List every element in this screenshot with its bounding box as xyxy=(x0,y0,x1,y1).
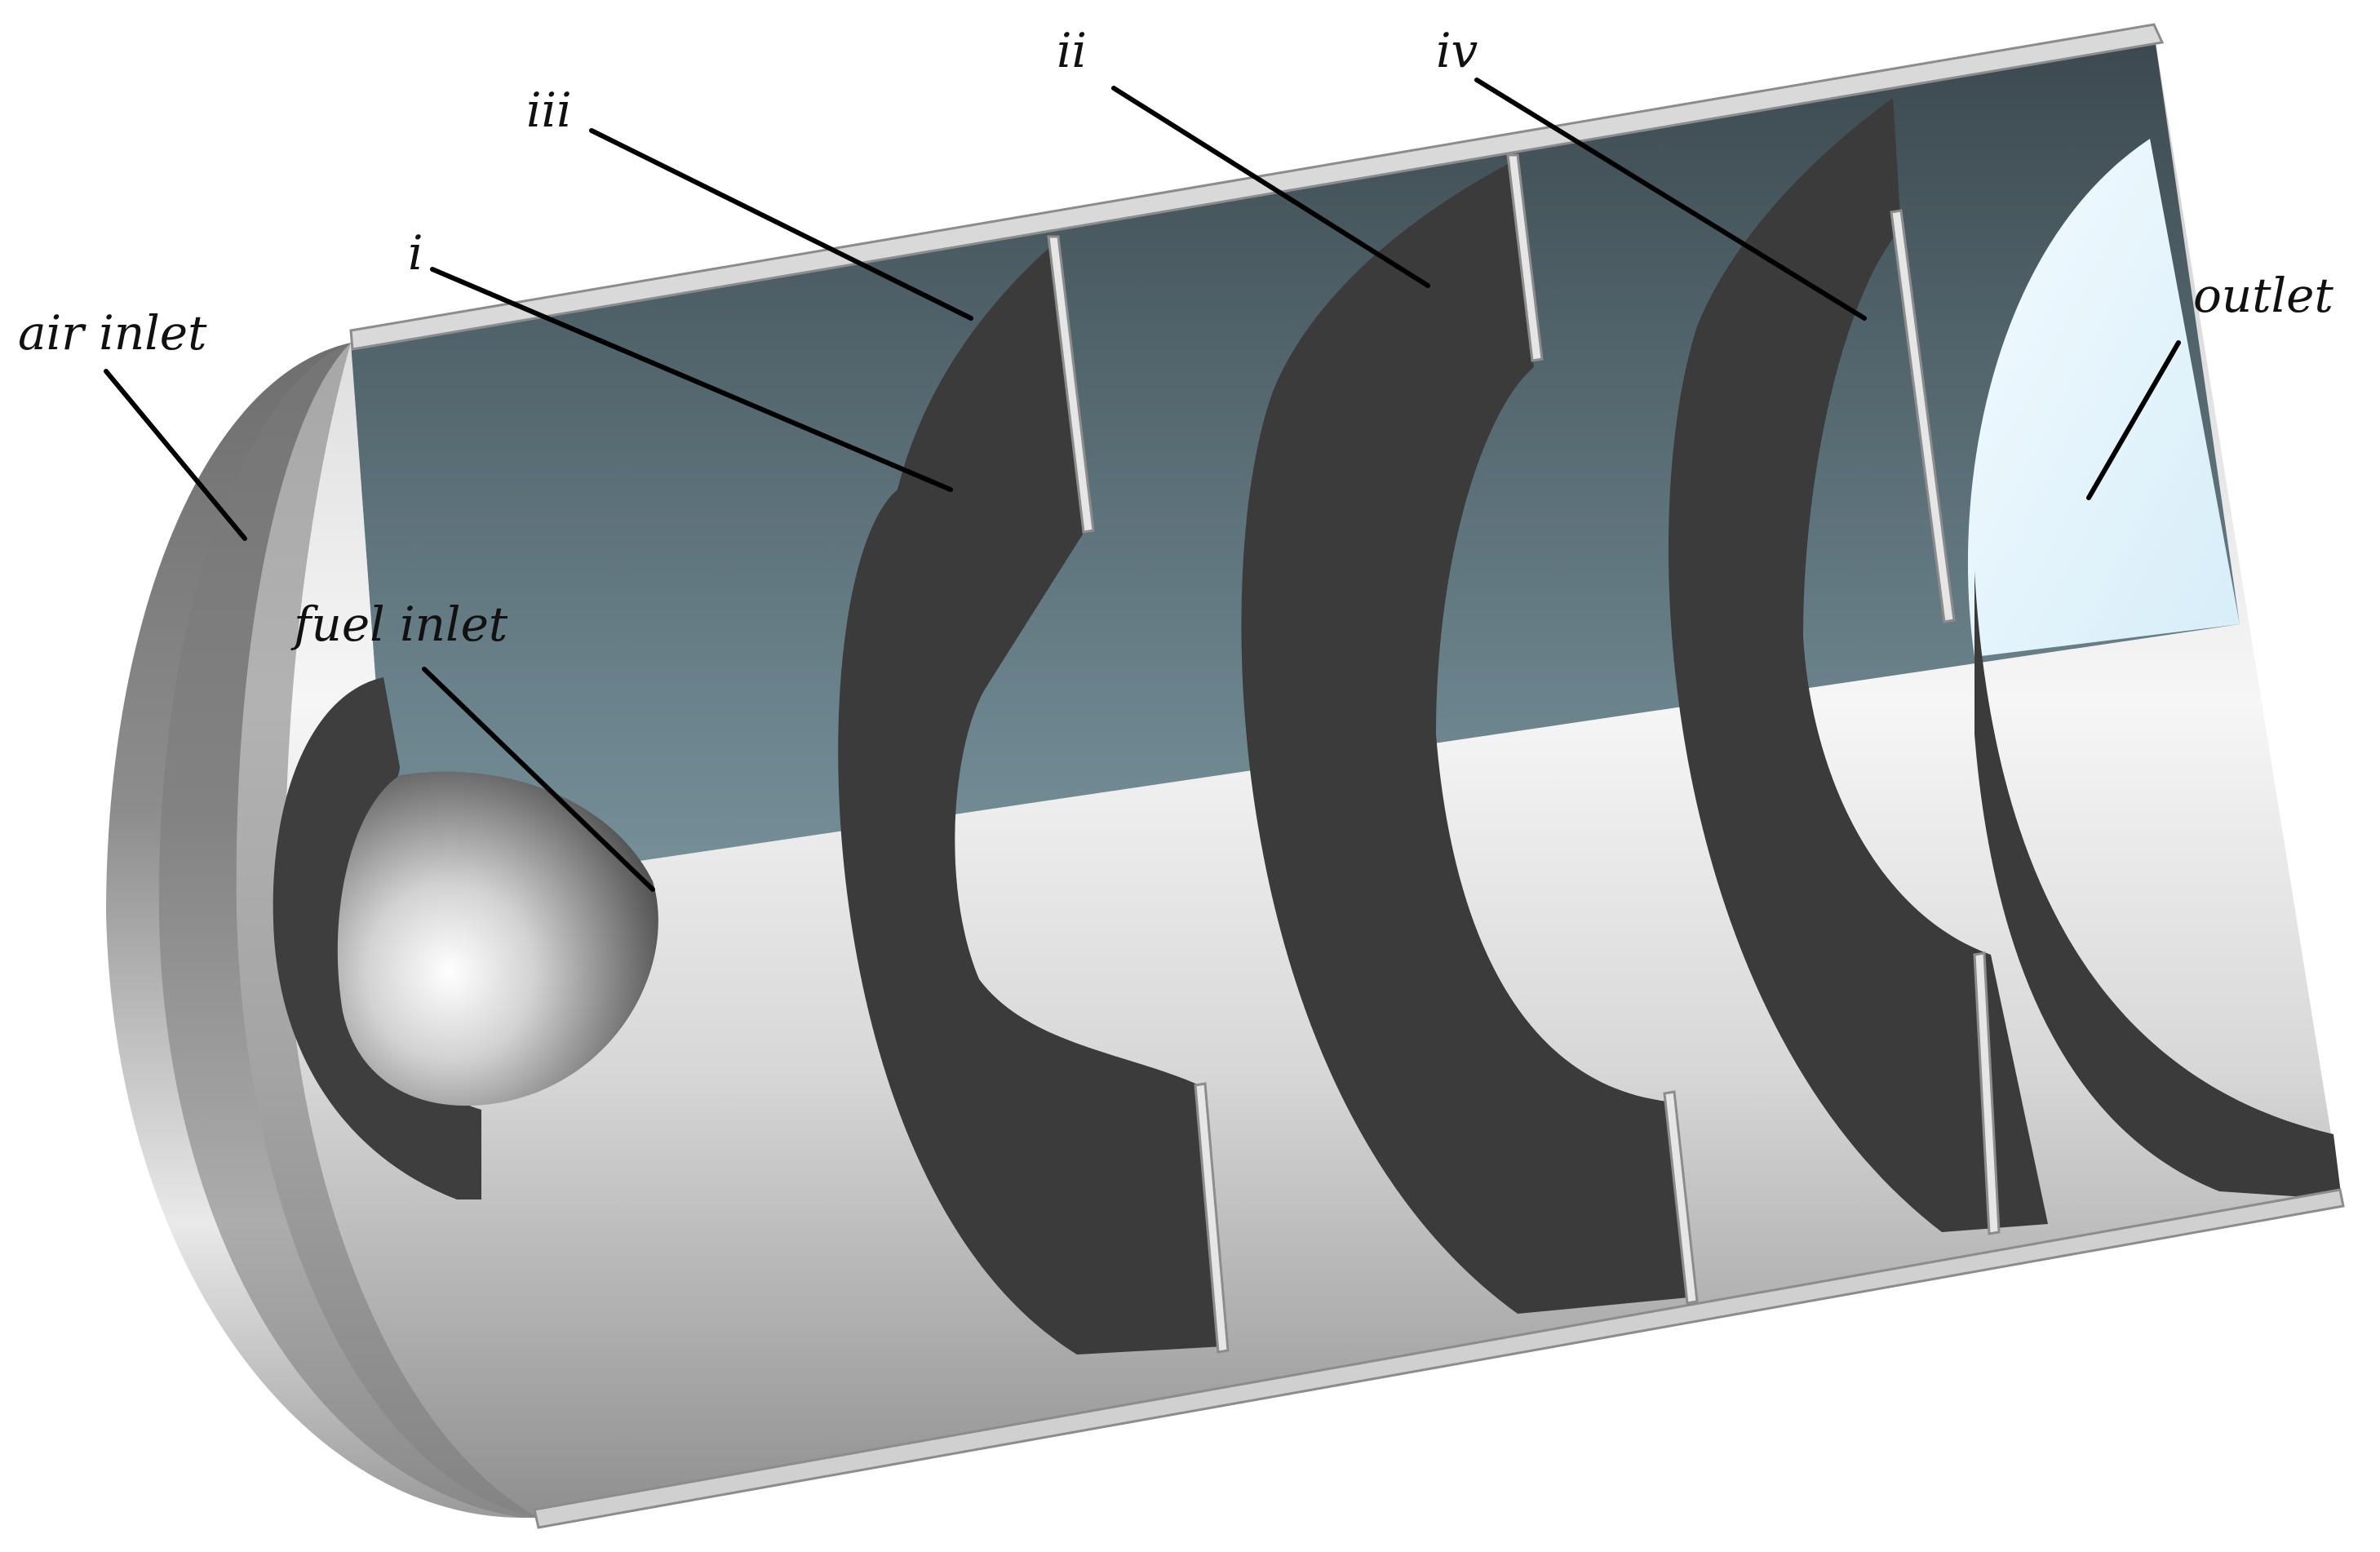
divider-wall-1 xyxy=(1047,235,1095,534)
outlet-label: outlet xyxy=(2193,268,2333,323)
leader-line-iii xyxy=(589,128,973,321)
baffle-plate-ii xyxy=(1241,163,1689,1314)
baffle-i-label: i xyxy=(408,225,423,281)
baffle-ii-label: ii xyxy=(1057,23,1087,78)
baffle-iv-label: iv xyxy=(1436,23,1478,78)
outlet-ring xyxy=(1974,571,2342,1199)
fuel-inlet-label: fuel inlet xyxy=(290,596,508,652)
divider-wall-2 xyxy=(1194,1082,1230,1354)
air-inlet-label: air inlet xyxy=(18,305,207,361)
outlet-window xyxy=(1967,139,2240,657)
shell-bottom-rim xyxy=(533,1188,2345,1529)
leader-line-outlet xyxy=(2086,340,2181,500)
leader-line-air-inlet xyxy=(104,369,247,541)
divider-wall-5 xyxy=(1890,209,1956,623)
divider-wall-6 xyxy=(1973,951,2001,1235)
leader-line-i xyxy=(430,267,953,492)
fuel-inlet-dome xyxy=(337,771,658,1106)
leader-line-fuel-inlet xyxy=(422,667,655,892)
leader-line-ii xyxy=(1111,86,1430,288)
baffle-plate-iv xyxy=(1668,98,2048,1232)
baffle-iii-label: iii xyxy=(526,82,572,138)
divider-wall-3 xyxy=(1506,153,1544,362)
leader-line-iv xyxy=(1474,78,1867,321)
baffle-plate-i-iii xyxy=(838,245,1224,1355)
divider-wall-4 xyxy=(1663,1090,1699,1305)
air-inlet-face xyxy=(158,343,539,1518)
annular-opening xyxy=(273,677,481,1199)
